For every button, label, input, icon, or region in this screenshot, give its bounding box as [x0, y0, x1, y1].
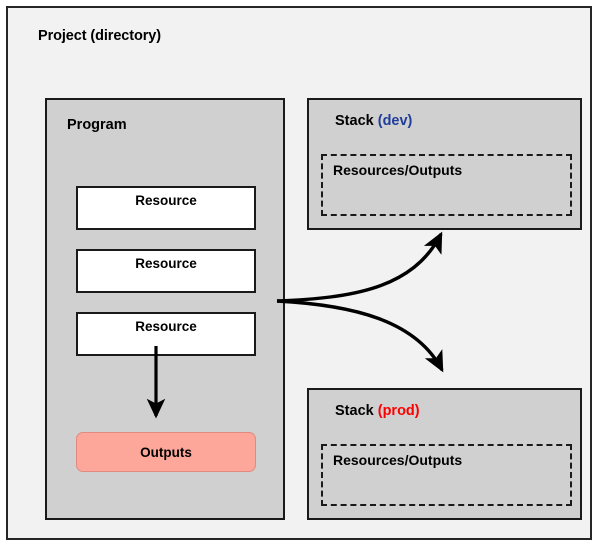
program-container: Program Resource Resource Resource Outpu… — [45, 98, 285, 520]
stack-dev-title: Stack (dev) — [335, 113, 412, 129]
program-title: Program — [67, 117, 127, 133]
resource-box-2: Resource — [76, 249, 256, 293]
stack-dev-contents-label: Resources/Outputs — [333, 162, 463, 178]
resource-box-3: Resource — [76, 312, 256, 356]
stack-prod-name: Stack — [335, 403, 374, 419]
project-title: Project (directory) — [38, 28, 161, 44]
stack-prod-container: Stack (prod) Resources/Outputs — [307, 388, 582, 520]
stack-dev-name: Stack — [335, 113, 374, 129]
stack-prod-title: Stack (prod) — [335, 403, 420, 419]
stack-dev-env: (dev) — [377, 113, 413, 129]
outputs-label: Outputs — [140, 444, 192, 460]
stack-dev-contents-box: Resources/Outputs — [321, 154, 572, 216]
stack-prod-contents-label: Resources/Outputs — [333, 452, 463, 468]
project-container: Project (directory) Program Resource Res… — [6, 6, 592, 540]
stack-prod-contents-box: Resources/Outputs — [321, 444, 572, 506]
resource-label: Resource — [135, 319, 197, 334]
stack-prod-env: (prod) — [377, 403, 420, 419]
outputs-box: Outputs — [76, 432, 256, 472]
resource-label: Resource — [135, 193, 197, 208]
resource-box-1: Resource — [76, 186, 256, 230]
stack-dev-container: Stack (dev) Resources/Outputs — [307, 98, 582, 230]
resource-label: Resource — [135, 256, 197, 271]
